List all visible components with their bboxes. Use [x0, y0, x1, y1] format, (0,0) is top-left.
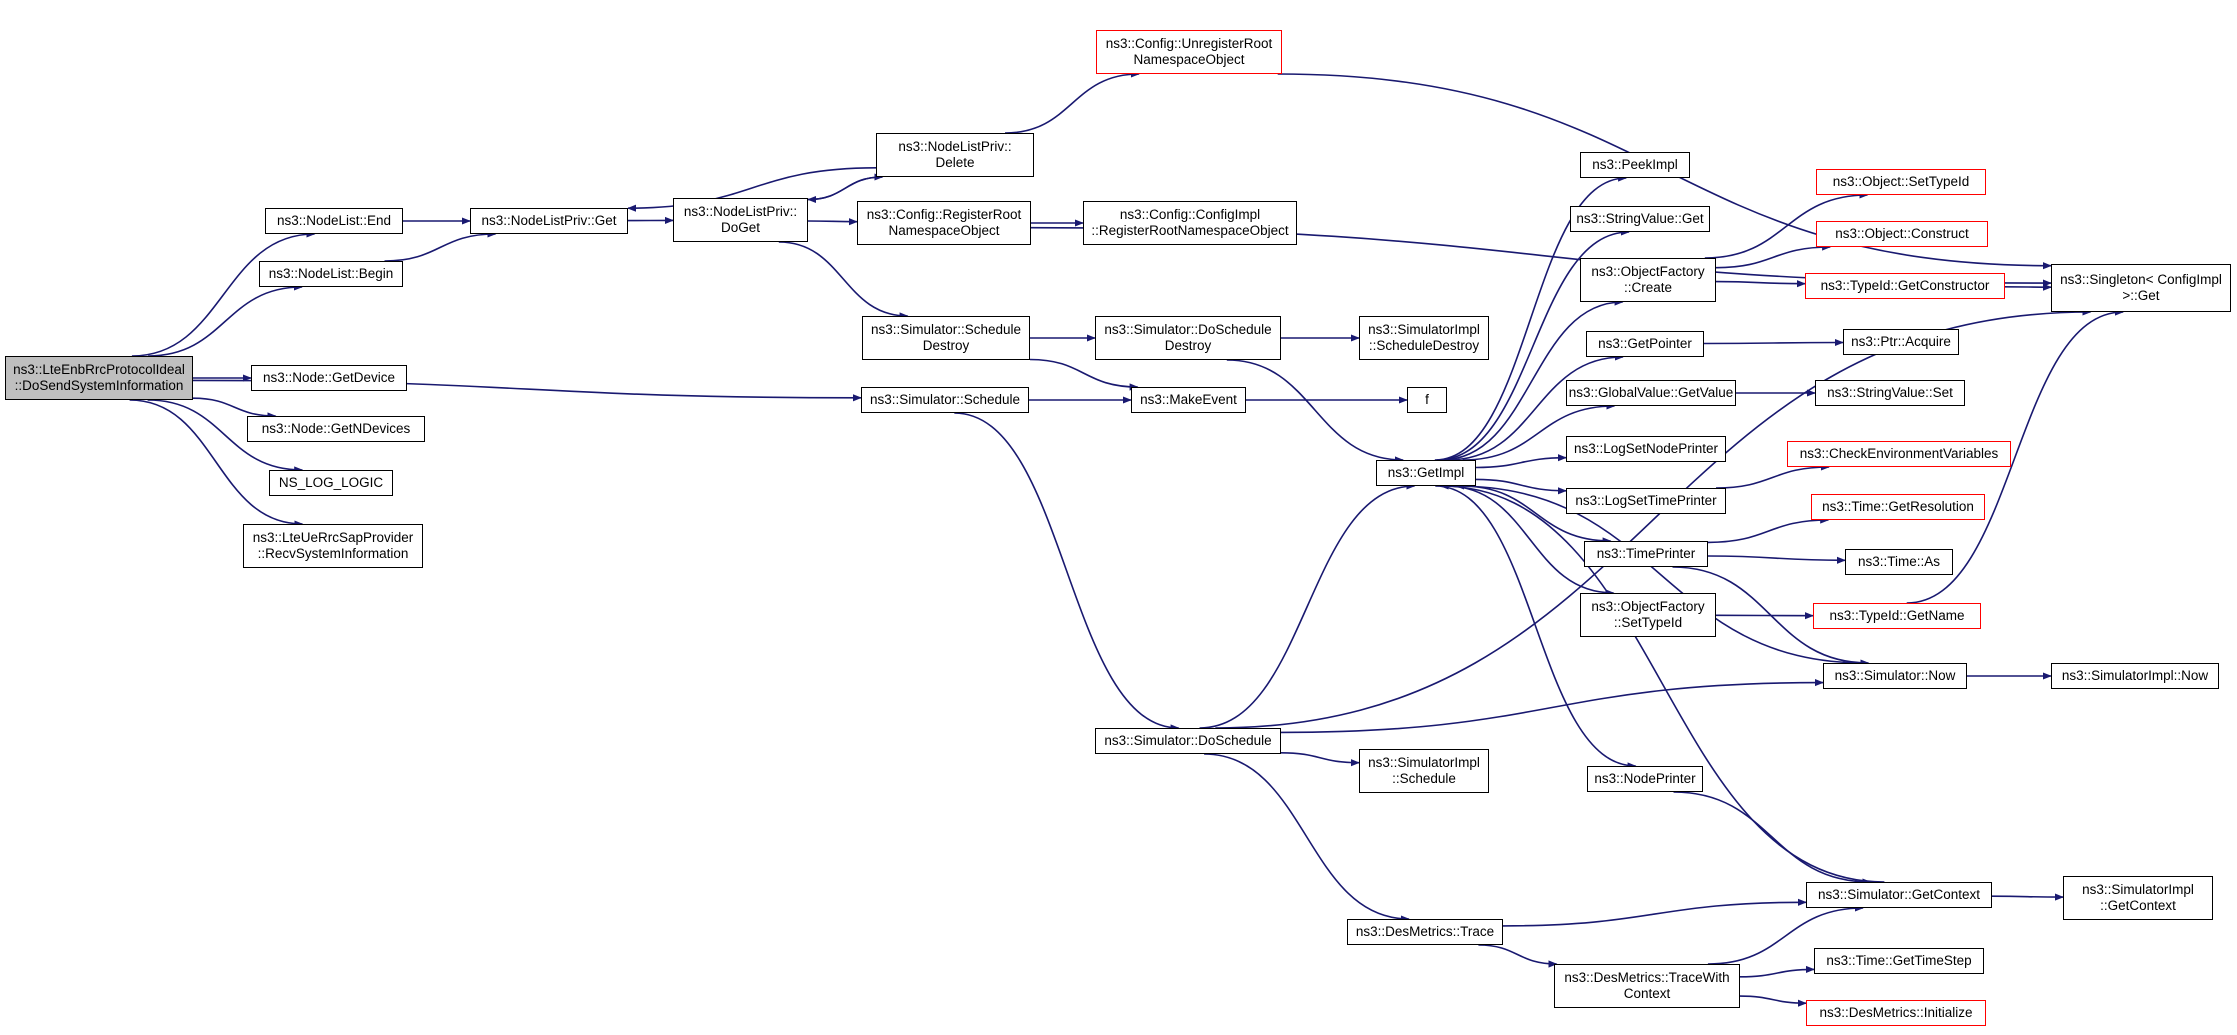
edge-sim-sched-destroy-to-makeevent — [1029, 358, 1139, 391]
edge-root-to-lteue-recv — [129, 399, 304, 528]
edge-sim-dosched-to-desmetrics-trace — [1204, 753, 1410, 923]
edge-getimpl-to-globalvalue-getvalue — [1462, 402, 1616, 461]
node-nodeprinter[interactable]: ns3::NodePrinter — [1587, 766, 1703, 792]
edge-getimpl-to-stringvalue-get — [1436, 228, 1630, 461]
node-nlp-doget[interactable]: ns3::NodeListPriv:: DoGet — [673, 198, 808, 242]
node-sim-schedule[interactable]: ns3::Simulator::Schedule — [861, 387, 1029, 413]
edge-getimpl-to-logsetnodeprinter — [1475, 454, 1567, 469]
edge-sim-dosched-destroy-to-getimpl — [1226, 359, 1404, 464]
node-stringvalue-get[interactable]: ns3::StringValue::Get — [1570, 206, 1710, 232]
node-ptr-acquire[interactable]: ns3::Ptr::Acquire — [1843, 329, 1959, 355]
edge-root-to-ns-log-logic — [147, 399, 304, 474]
edge-nlp-doget-to-cfg-reg — [807, 218, 858, 226]
node-nlp-get[interactable]: ns3::NodeListPriv::Get — [470, 208, 628, 234]
edge-getimpl-to-getpointer — [1448, 353, 1624, 461]
edge-objfactory-create-to-obj-construct — [1715, 243, 1832, 269]
node-obj-construct[interactable]: ns3::Object::Construct — [1816, 221, 1988, 247]
node-nl-begin[interactable]: ns3::NodeList::Begin — [259, 261, 403, 287]
node-peekimpl[interactable]: ns3::PeekImpl — [1580, 152, 1690, 178]
node-stringvalue-set[interactable]: ns3::StringValue::Set — [1815, 380, 1965, 406]
edge-getimpl-to-objfactory-settypeid — [1446, 485, 1615, 597]
node-makeevent[interactable]: ns3::MakeEvent — [1131, 387, 1246, 413]
edge-getimpl-to-nodeprinter — [1435, 485, 1637, 770]
node-getpointer[interactable]: ns3::GetPointer — [1586, 331, 1704, 357]
node-simimpl-schedule[interactable]: ns3::SimulatorImpl ::Schedule — [1359, 749, 1489, 793]
edge-sim-dosched-to-simimpl-schedule — [1280, 752, 1360, 767]
edge-nlp-delete-to-nlp-get — [627, 167, 877, 212]
node-node-getndevices[interactable]: ns3::Node::GetNDevices — [247, 416, 425, 442]
node-logsettimeprinter[interactable]: ns3::LogSetTimePrinter — [1566, 488, 1726, 514]
node-simimpl-now[interactable]: ns3::SimulatorImpl::Now — [2051, 663, 2219, 689]
node-sim-sched-destroy[interactable]: ns3::Simulator::Schedule Destroy — [862, 316, 1030, 360]
edge-nl-begin-to-nlp-get — [384, 230, 497, 262]
edge-nodeprinter-to-sim-getcontext — [1673, 791, 1872, 886]
node-ns-log-logic[interactable]: NS_LOG_LOGIC — [269, 470, 393, 496]
node-logsetnodeprinter[interactable]: ns3::LogSetNodePrinter — [1566, 436, 1726, 462]
node-time-getres[interactable]: ns3::Time::GetResolution — [1811, 494, 1985, 520]
edge-getpointer-to-ptr-acquire — [1703, 338, 1844, 347]
node-desmetrics-tracewith[interactable]: ns3::DesMetrics::TraceWith Context — [1554, 964, 1740, 1008]
edge-sim-dosched-to-sim-now — [1280, 679, 1824, 734]
edge-root-to-nl-begin — [148, 283, 303, 357]
node-sim-dosched-destroy[interactable]: ns3::Simulator::DoSchedule Destroy — [1095, 316, 1281, 360]
node-cfgimpl-reg[interactable]: ns3::Config::ConfigImpl ::RegisterRootNa… — [1083, 201, 1297, 245]
edge-nlp-doget-to-sim-sched-destroy — [778, 241, 909, 320]
edge-nlp-delete-to-cfg-unreg — [1004, 70, 1140, 134]
edge-root-to-nl-end — [131, 230, 316, 357]
node-obj-settypeid[interactable]: ns3::Object::SetTypeId — [1816, 169, 1986, 195]
node-singleton-get[interactable]: ns3::Singleton< ConfigImpl >::Get — [2051, 264, 2231, 312]
node-lteue-recv[interactable]: ns3::LteUeRrcSapProvider ::RecvSystemInf… — [243, 524, 423, 568]
edge-getimpl-to-objfactory-create — [1440, 298, 1624, 461]
node-desmetrics-trace[interactable]: ns3::DesMetrics::Trace — [1347, 919, 1503, 945]
node-desmetrics-init[interactable]: ns3::DesMetrics::Initialize — [1806, 1000, 1986, 1026]
node-f[interactable]: f — [1407, 387, 1447, 413]
edge-objfactory-create-to-typeid-getctor — [1715, 280, 1806, 288]
node-nl-end[interactable]: ns3::NodeList::End — [265, 208, 403, 234]
node-cfg-unreg[interactable]: ns3::Config::UnregisterRoot NamespaceObj… — [1096, 30, 1282, 74]
edge-typeid-getname-to-singleton-get — [1906, 308, 2124, 604]
edge-desmetrics-tracewith-to-time-gettimestep — [1739, 965, 1815, 978]
node-simimpl-sched-destroy[interactable]: ns3::SimulatorImpl ::ScheduleDestroy — [1359, 316, 1489, 360]
edge-getimpl-to-peekimpl — [1434, 174, 1628, 461]
edge-timeprinter-to-time-as — [1707, 555, 1846, 564]
node-typeid-getname[interactable]: ns3::TypeId::GetName — [1813, 603, 1981, 629]
node-cfg-reg[interactable]: ns3::Config::RegisterRoot NamespaceObjec… — [857, 201, 1031, 245]
node-objfactory-settypeid[interactable]: ns3::ObjectFactory ::SetTypeId — [1580, 593, 1716, 637]
edge-desmetrics-tracewith-to-desmetrics-init — [1739, 995, 1807, 1007]
edge-timeprinter-to-time-getres — [1707, 516, 1830, 544]
node-time-as[interactable]: ns3::Time::As — [1845, 549, 1953, 575]
edge-sim-now-to-getimpl — [1455, 482, 1866, 664]
node-sim-now[interactable]: ns3::Simulator::Now — [1823, 663, 1967, 689]
edge-sim-schedule-to-sim-dosched — [954, 412, 1180, 732]
edge-sim-getcontext-to-getimpl — [1439, 482, 1885, 883]
edge-desmetrics-trace-to-desmetrics-tracewith — [1478, 944, 1558, 968]
node-getimpl[interactable]: ns3::GetImpl — [1376, 460, 1476, 486]
node-root: ns3::LteEnbRrcProtocolIdeal ::DoSendSyst… — [5, 356, 193, 400]
edge-desmetrics-trace-to-sim-getcontext — [1502, 898, 1807, 927]
edge-root-to-node-getndevices — [192, 397, 277, 420]
edge-nlp-delete-to-nlp-doget — [807, 176, 883, 204]
edge-getimpl-to-timeprinter — [1461, 485, 1612, 545]
node-timeprinter[interactable]: ns3::TimePrinter — [1584, 541, 1708, 567]
node-node-getdevice[interactable]: ns3::Node::GetDevice — [251, 365, 407, 391]
edge-getimpl-to-logsettimeprinter — [1475, 478, 1567, 495]
node-objfactory-create[interactable]: ns3::ObjectFactory ::Create — [1580, 258, 1716, 302]
node-simimpl-getcontext[interactable]: ns3::SimulatorImpl ::GetContext — [2063, 876, 2213, 920]
node-nlp-delete[interactable]: ns3::NodeListPriv:: Delete — [876, 133, 1034, 177]
edge-sim-getcontext-to-simimpl-getcontext — [1991, 893, 2064, 901]
node-sim-dosched[interactable]: ns3::Simulator::DoSchedule — [1095, 728, 1281, 754]
node-time-gettimestep[interactable]: ns3::Time::GetTimeStep — [1814, 948, 1984, 974]
node-checkenv[interactable]: ns3::CheckEnvironmentVariables — [1787, 441, 2011, 467]
edge-desmetrics-tracewith-to-sim-getcontext — [1707, 904, 1864, 965]
node-globalvalue-getvalue[interactable]: ns3::GlobalValue::GetValue — [1566, 380, 1736, 406]
edge-sim-dosched-to-getimpl — [1199, 482, 1416, 729]
edge-objfactory-create-to-obj-settypeid — [1704, 191, 1869, 259]
edge-logsettimeprinter-to-checkenv — [1715, 463, 1830, 489]
node-sim-getcontext[interactable]: ns3::Simulator::GetContext — [1806, 882, 1992, 908]
node-typeid-getctor[interactable]: ns3::TypeId::GetConstructor — [1805, 273, 2005, 299]
